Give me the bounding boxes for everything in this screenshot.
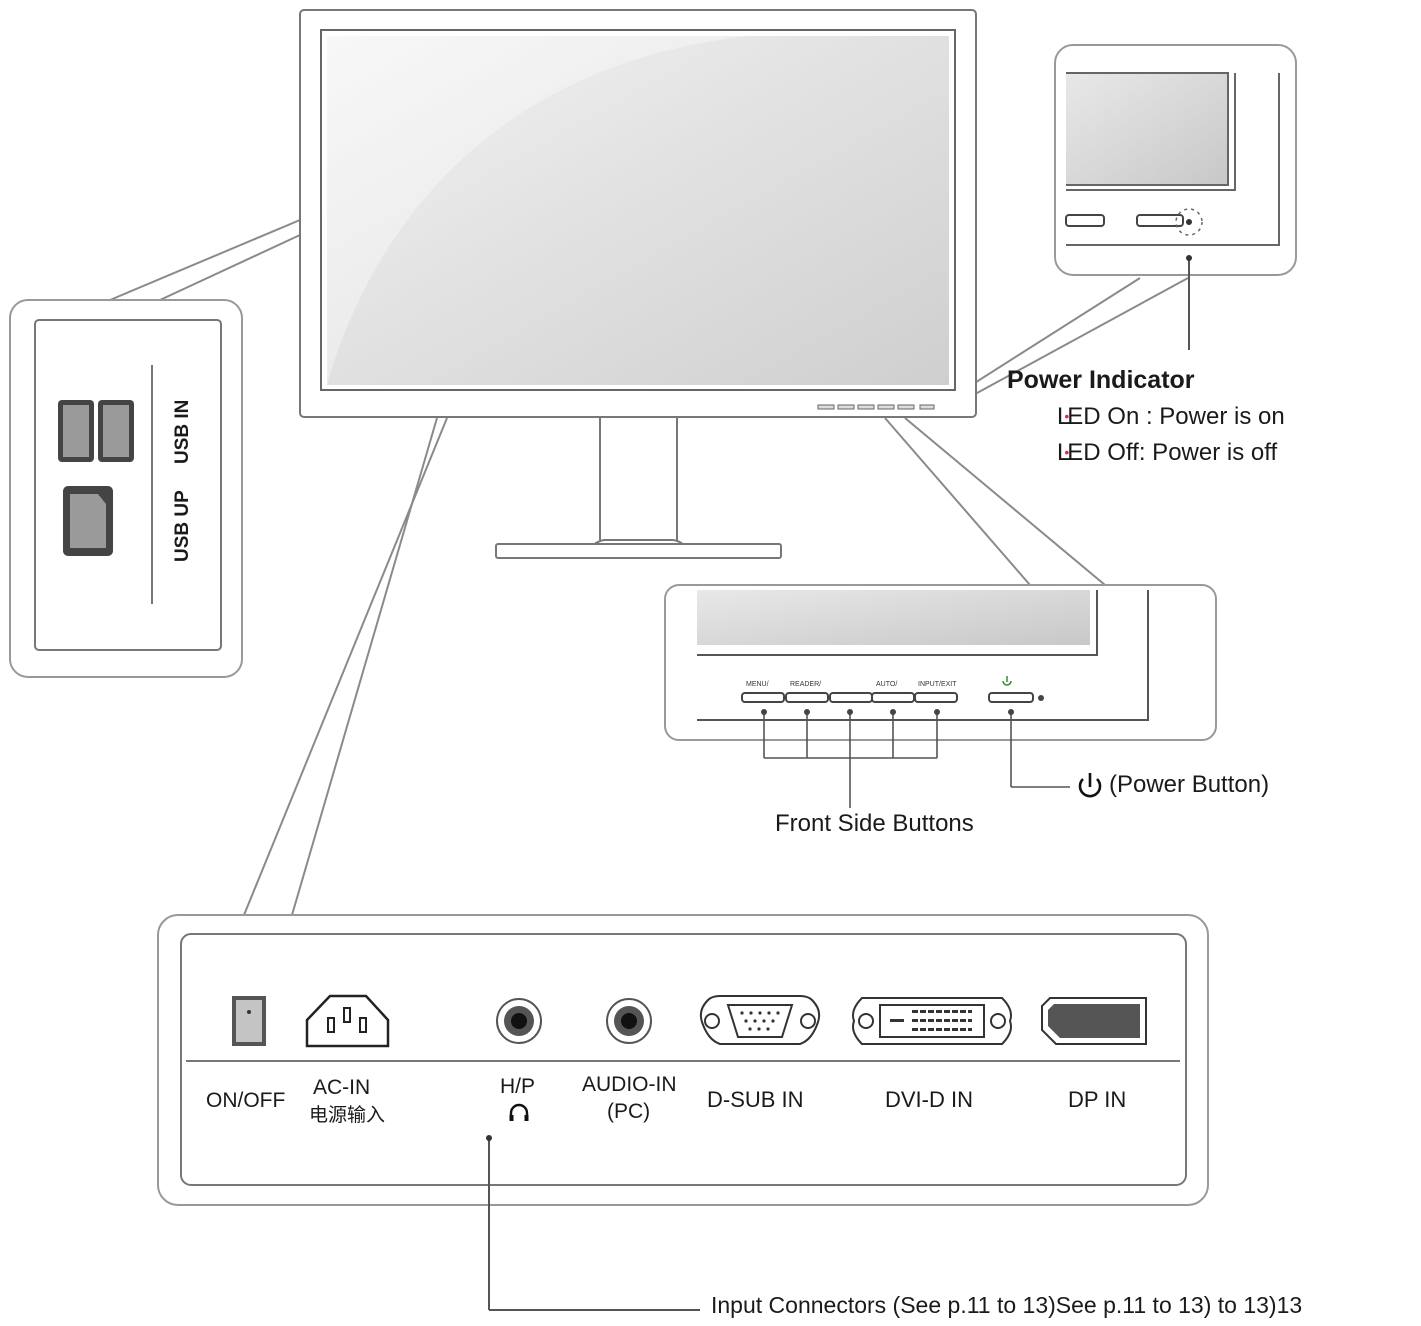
menu-button[interactable]: [741, 692, 785, 703]
auto-button-label: AUTO/: [876, 681, 898, 688]
dp-label: DP IN: [1068, 1087, 1127, 1112]
ac-in-label: AC-IN: [313, 1076, 371, 1099]
input-exit-button-label: INPUT/EXIT: [918, 681, 957, 688]
input-connectors-label: Input Connectors (See p.11 to 13)See p.1…: [711, 1292, 1303, 1318]
usb-panel: [9, 299, 243, 678]
power-indicator-title: Power Indicator: [1007, 366, 1195, 394]
power-switch[interactable]: [232, 996, 266, 1046]
front-side-buttons-label: Front Side Buttons: [775, 810, 974, 837]
displayport-port: [1041, 997, 1147, 1045]
menu-button-label: MENU/: [746, 681, 769, 688]
left-button[interactable]: [829, 692, 873, 703]
audio-in-sub-label: (PC): [607, 1100, 651, 1123]
led-off-text: L•ED Off: Power is off: [1057, 439, 1277, 467]
dvi-label: DVI-D IN: [885, 1087, 973, 1112]
led-on-label: L•ED On : Power is on: [1057, 403, 1285, 430]
audio-in-label: AUDIO-IN: [582, 1073, 677, 1096]
usb-up-label: USB UP: [172, 490, 193, 562]
headphone-jack: [496, 998, 542, 1044]
usb-in-port: [58, 400, 134, 462]
front-buttons-zoom: [664, 584, 1217, 808]
power-button[interactable]: [988, 692, 1034, 703]
reader-button[interactable]: [785, 692, 829, 703]
power-button-label: (Power Button): [1109, 771, 1270, 798]
usb-up-port: [63, 486, 113, 556]
power-indicator-zoom: [1054, 44, 1297, 350]
on-off-label: ON/OFF: [206, 1089, 286, 1112]
reader-button-label: READER/: [790, 681, 822, 688]
led-on-text: L•ED On : Power is on: [1057, 403, 1285, 431]
usb-in-label: USB IN: [172, 399, 193, 464]
auto-button[interactable]: [871, 692, 915, 703]
led-off-label: L•ED Off: Power is off: [1057, 439, 1278, 466]
dvi-port: [852, 997, 1012, 1045]
dsub-port: [699, 995, 821, 1045]
ac-in-cn-label: 电源输入: [309, 1105, 386, 1126]
dsub-label: D-SUB IN: [707, 1087, 804, 1112]
audio-in-jack: [606, 998, 652, 1044]
hp-label: H/P: [500, 1075, 536, 1098]
ac-in-socket: [305, 994, 390, 1048]
monitor-screen: [327, 36, 949, 385]
power-icon: [1078, 773, 1102, 798]
headphone-icon: [508, 1102, 530, 1122]
input-exit-button[interactable]: [914, 692, 958, 703]
connector-panel: [157, 914, 1209, 1311]
monitor-front-view: [299, 9, 977, 559]
